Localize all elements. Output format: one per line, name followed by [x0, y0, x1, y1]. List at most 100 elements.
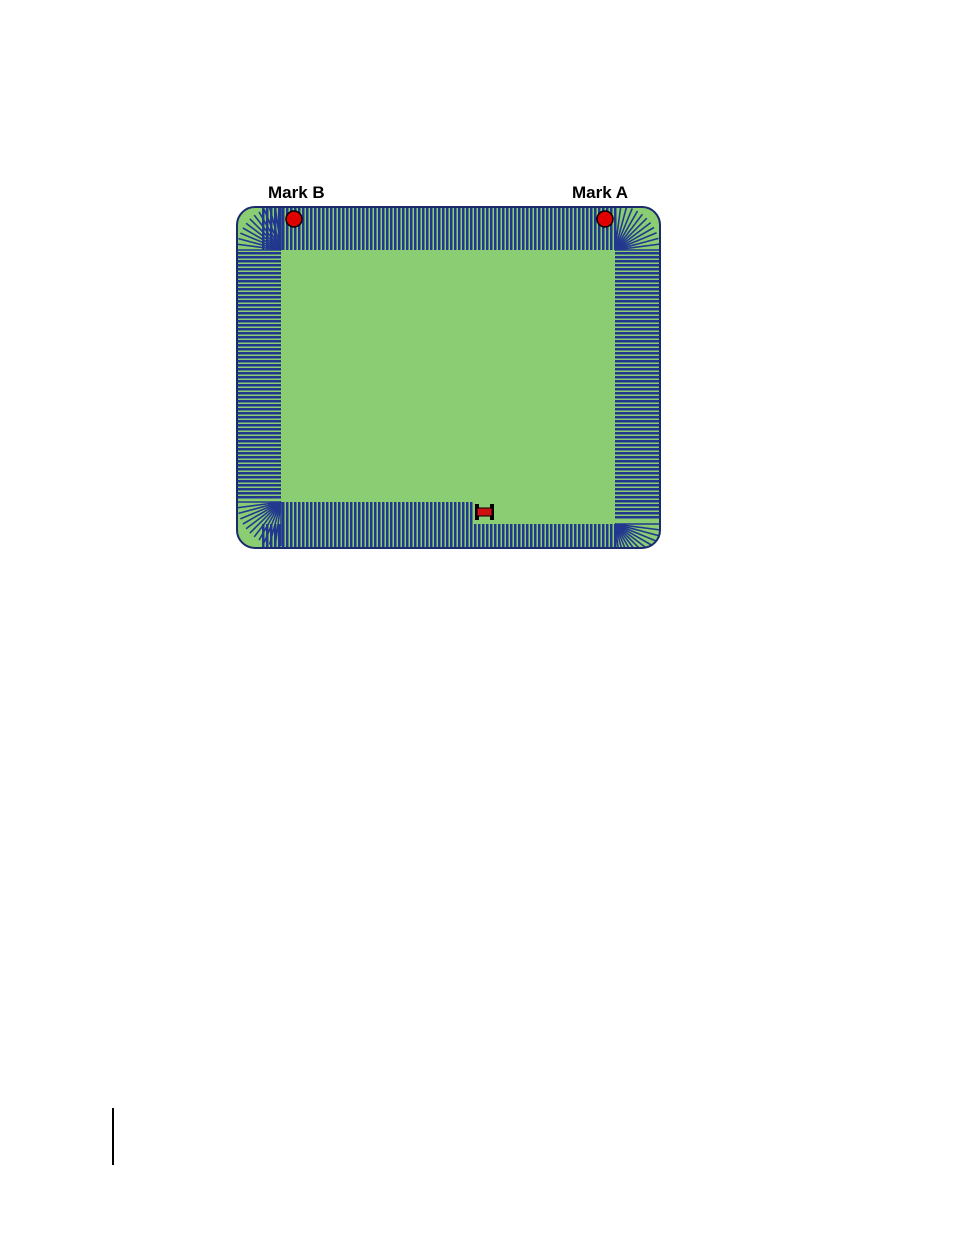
- pass-stripe: [615, 356, 660, 359]
- pass-stripe: [330, 207, 333, 250]
- pass-stripe: [350, 207, 353, 250]
- pass-stripe: [518, 524, 521, 548]
- pass-stripe: [514, 524, 517, 548]
- pass-stripe: [615, 492, 660, 495]
- field-diagram: Mark B Mark A: [0, 0, 954, 600]
- pass-stripe: [237, 252, 281, 255]
- pass-stripe: [346, 524, 349, 548]
- pass-stripe: [237, 280, 281, 283]
- pass-stripe: [237, 340, 281, 343]
- pass-stripe: [237, 304, 281, 307]
- pass-stripe: [615, 460, 660, 463]
- pass-stripe: [370, 524, 373, 548]
- pass-stripe: [342, 524, 345, 548]
- pass-stripe: [615, 312, 660, 315]
- pass-stripe: [426, 207, 429, 250]
- pass-stripe: [378, 524, 381, 548]
- pass-stripe: [237, 344, 281, 347]
- pass-stripe: [237, 464, 281, 467]
- pass-stripe: [398, 207, 401, 250]
- pass-stripe: [322, 524, 325, 548]
- pass-stripe: [406, 524, 409, 548]
- pass-stripe: [282, 524, 285, 548]
- pass-stripe: [378, 207, 381, 250]
- pass-stripe: [418, 524, 421, 548]
- pass-stripe: [370, 207, 373, 250]
- pass-stripe: [590, 207, 593, 250]
- pass-stripe: [306, 524, 309, 548]
- pass-stripe: [615, 344, 660, 347]
- pass-stripe: [237, 392, 281, 395]
- pass-stripe: [237, 348, 281, 351]
- pass-stripe: [474, 524, 477, 548]
- pass-stripe: [374, 207, 377, 250]
- pass-stripe: [290, 524, 293, 548]
- pass-stripe: [530, 524, 533, 548]
- pass-stripe: [615, 464, 660, 467]
- pass-stripe: [615, 448, 660, 451]
- pass-stripe: [615, 444, 660, 447]
- pass-stripe: [237, 276, 281, 279]
- pass-stripe: [346, 207, 349, 250]
- pass-stripe: [615, 512, 660, 515]
- pass-stripe: [446, 207, 449, 250]
- pass-stripe: [310, 524, 313, 548]
- pass-stripe: [430, 207, 433, 250]
- pass-stripe: [237, 268, 281, 271]
- mark-a-marker-icon: [597, 211, 613, 227]
- pass-stripe: [302, 524, 305, 548]
- pass-stripe: [310, 207, 313, 250]
- pass-stripe: [390, 524, 393, 548]
- pass-stripe: [558, 524, 561, 548]
- pass-stripe: [615, 364, 660, 367]
- pass-stripe: [237, 284, 281, 287]
- pass-stripe: [615, 300, 660, 303]
- pass-stripe: [326, 207, 329, 250]
- pass-stripe: [538, 524, 541, 548]
- pass-stripe: [610, 524, 613, 548]
- pass-stripe: [326, 524, 329, 548]
- pass-stripe: [502, 524, 505, 548]
- pass-stripe: [615, 368, 660, 371]
- pass-stripe: [578, 524, 581, 548]
- pass-stripe: [615, 416, 660, 419]
- pass-stripe: [615, 276, 660, 279]
- pass-stripe: [237, 496, 281, 499]
- pass-stripe: [237, 456, 281, 459]
- pass-stripe: [237, 352, 281, 355]
- pass-stripe: [518, 207, 521, 250]
- pass-stripe: [237, 420, 281, 423]
- mark-b-marker-icon: [286, 211, 302, 227]
- pass-stripe: [294, 524, 297, 548]
- pass-stripe: [550, 524, 553, 548]
- pass-stripe: [615, 408, 660, 411]
- pass-stripe: [422, 207, 425, 250]
- pass-stripe: [578, 207, 581, 250]
- pass-stripe: [615, 504, 660, 507]
- pass-stripe: [237, 316, 281, 319]
- pass-stripe: [237, 360, 281, 363]
- pass-stripe: [510, 207, 513, 250]
- pass-stripe: [615, 388, 660, 391]
- pass-stripe: [237, 372, 281, 375]
- pass-stripe: [615, 328, 660, 331]
- pass-stripe: [237, 296, 281, 299]
- pass-stripe: [546, 207, 549, 250]
- pass-stripe: [494, 207, 497, 250]
- pass-stripe: [414, 524, 417, 548]
- pass-stripe: [237, 376, 281, 379]
- pass-stripe: [402, 524, 405, 548]
- pass-stripe: [237, 412, 281, 415]
- mark-a-label: Mark A: [572, 183, 628, 202]
- pass-stripe: [322, 207, 325, 250]
- pass-stripe: [237, 364, 281, 367]
- pass-stripe: [306, 207, 309, 250]
- pass-stripe: [358, 524, 361, 548]
- pass-stripe: [615, 484, 660, 487]
- pass-stripe: [522, 207, 525, 250]
- pass-stripe: [438, 524, 441, 548]
- pass-stripe: [514, 207, 517, 250]
- pass-stripe: [498, 524, 501, 548]
- pass-stripe: [615, 372, 660, 375]
- pass-stripe: [237, 264, 281, 267]
